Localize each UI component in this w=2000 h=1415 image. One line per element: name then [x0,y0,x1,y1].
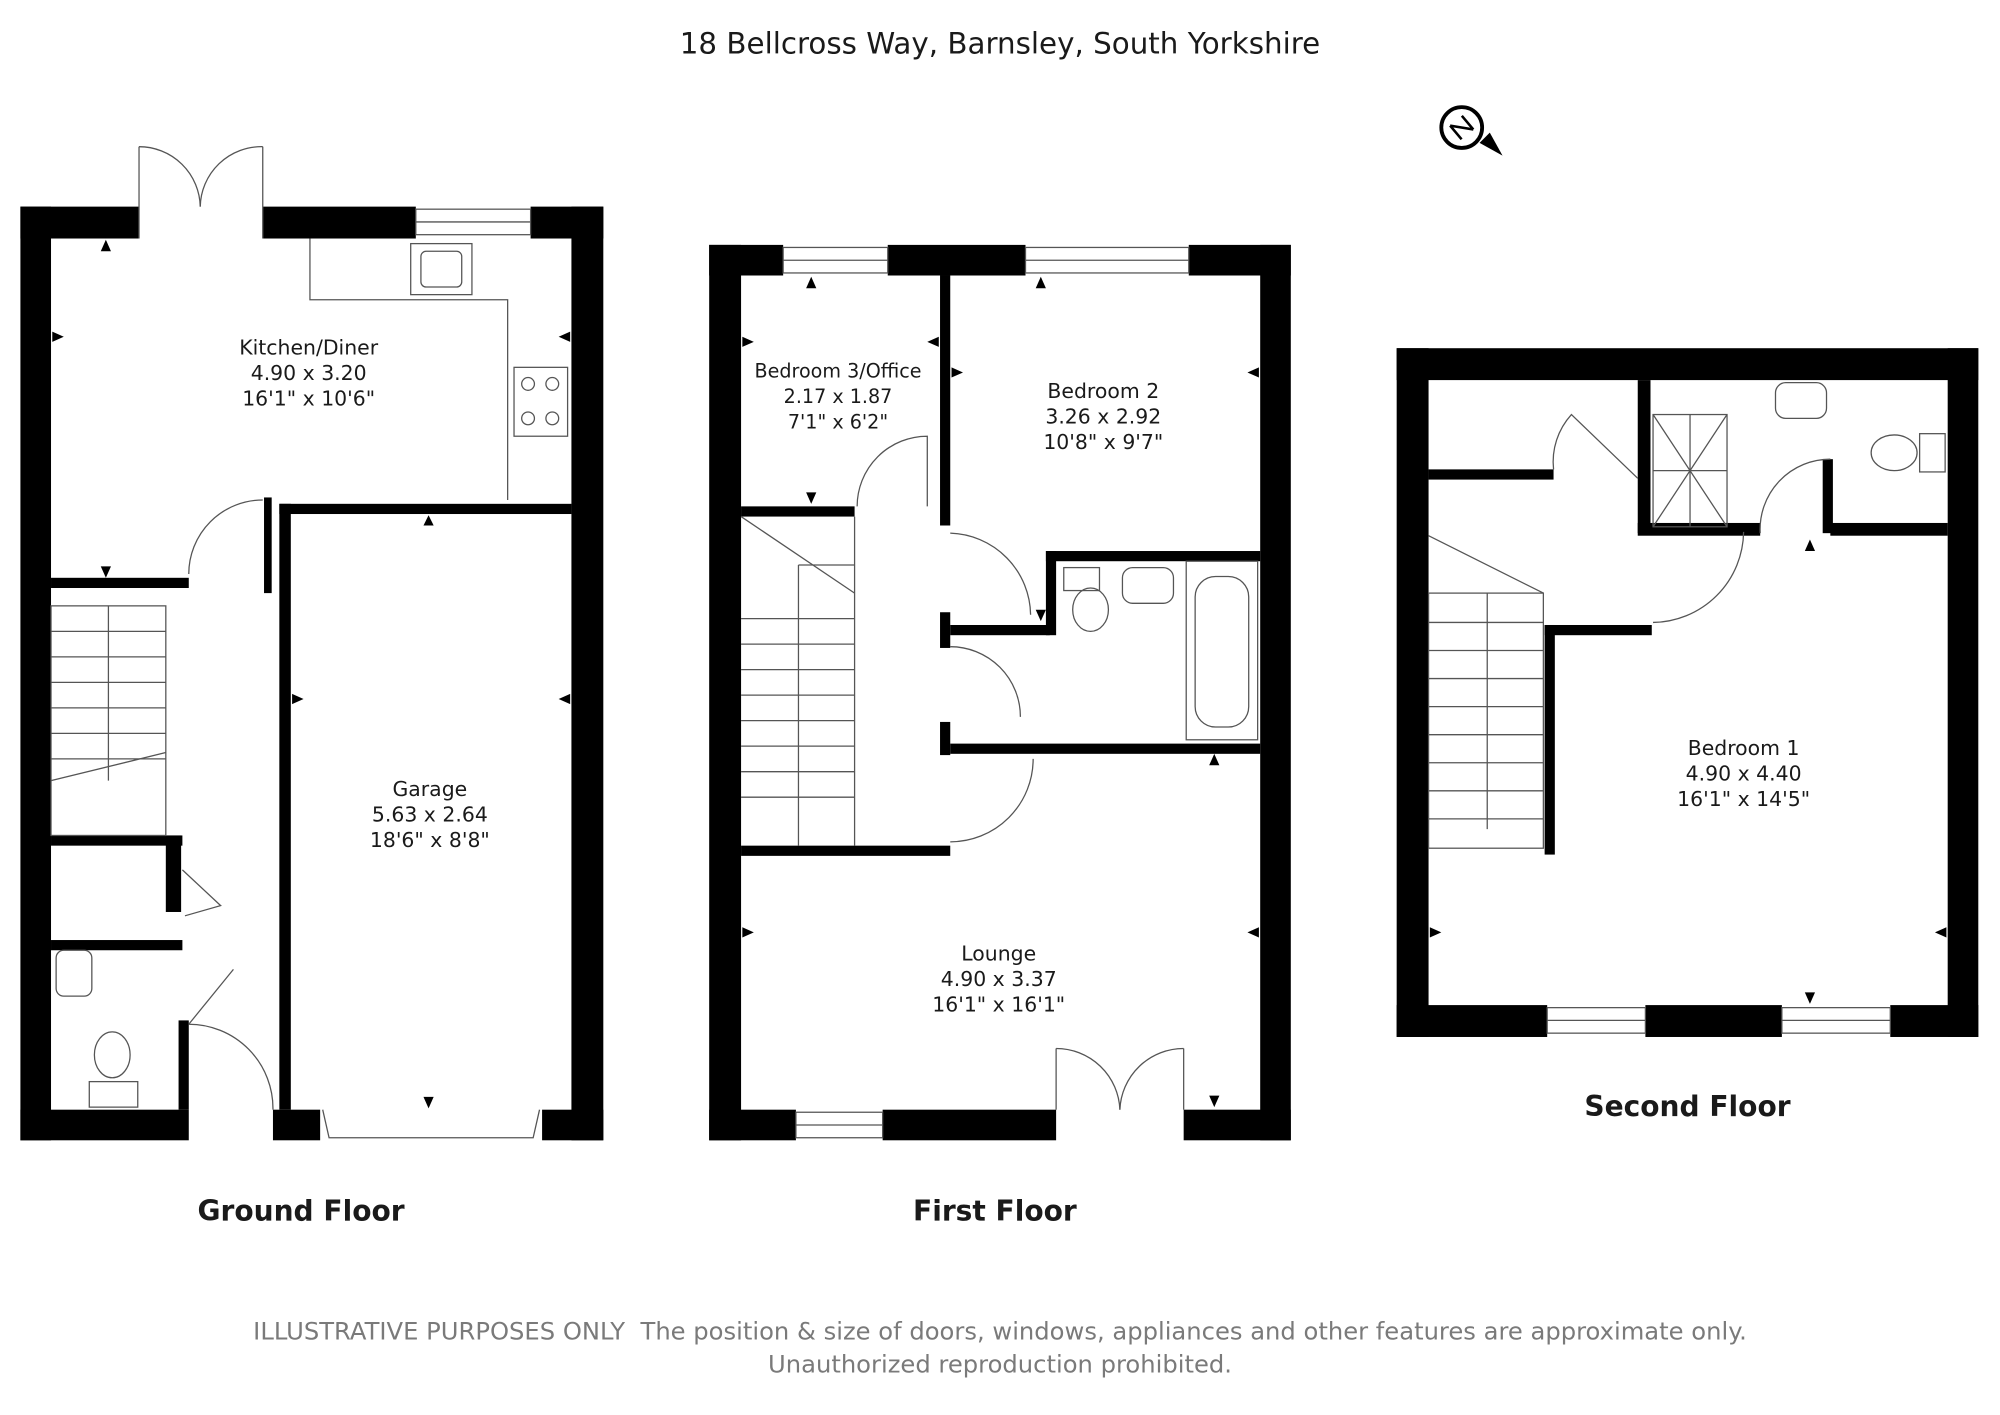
room-metric: 2.17 x 1.87 [783,385,893,409]
room-metric: 3.26 x 2.92 [1045,404,1162,429]
disclaimer-line-1: ILLUSTRATIVE PURPOSES ONLY The position … [253,1317,1747,1346]
room-metric: 5.63 x 2.64 [371,802,488,827]
room-name: Bedroom 2 [1047,378,1160,404]
room-name: Bedroom 3/Office [754,359,922,383]
room-imperial: 16'1" x 16'1" [932,992,1066,1017]
room-label-bedroom-2: Bedroom 2 3.26 x 2.92 10'8" x 9'7" [1043,379,1163,456]
room-name: Bedroom 1 [1687,735,1800,761]
second-floor-plan [1396,348,1979,1037]
room-label-bedroom-1: Bedroom 1 4.90 x 4.40 16'1" x 14'5" [1677,736,1810,813]
ground-floor-plan [20,146,604,1141]
room-name: Kitchen/Diner [239,335,379,360]
room-label-lounge: Lounge 4.90 x 3.37 16'1" x 16'1" [932,941,1065,1018]
first-floor-plan [709,244,1291,1141]
room-imperial: 7'1" x 6'2" [787,410,889,434]
north-arrow-icon [1439,105,1503,156]
room-imperial: 10'8" x 9'7" [1043,429,1164,455]
floor-label-second: Second Floor [1584,1091,1791,1124]
room-name: Garage [392,776,468,802]
room-label-bedroom-3-office: Bedroom 3/Office 2.17 x 1.87 7'1" x 6'2" [754,358,921,435]
room-name: Lounge [961,941,1037,966]
disclaimer: ILLUSTRATIVE PURPOSES ONLY The position … [0,1315,2000,1381]
room-metric: 4.90 x 3.20 [250,360,367,386]
floor-label-first: First Floor [913,1196,1077,1229]
room-imperial: 16'1" x 10'6" [242,386,376,411]
room-imperial: 18'6" x 8'8" [369,827,490,853]
page-title: 18 Bellcross Way, Barnsley, South Yorksh… [679,28,1321,62]
room-metric: 4.90 x 4.40 [1685,761,1802,786]
room-label-garage: Garage 5.63 x 2.64 18'6" x 8'8" [370,777,490,854]
room-label-kitchen-diner: Kitchen/Diner 4.90 x 3.20 16'1" x 10'6" [239,335,378,412]
room-imperial: 16'1" x 14'5" [1677,786,1811,812]
disclaimer-line-2: Unauthorized reproduction prohibited. [768,1350,1232,1379]
floor-label-ground: Ground Floor [197,1196,405,1229]
room-metric: 4.90 x 3.37 [940,966,1057,992]
